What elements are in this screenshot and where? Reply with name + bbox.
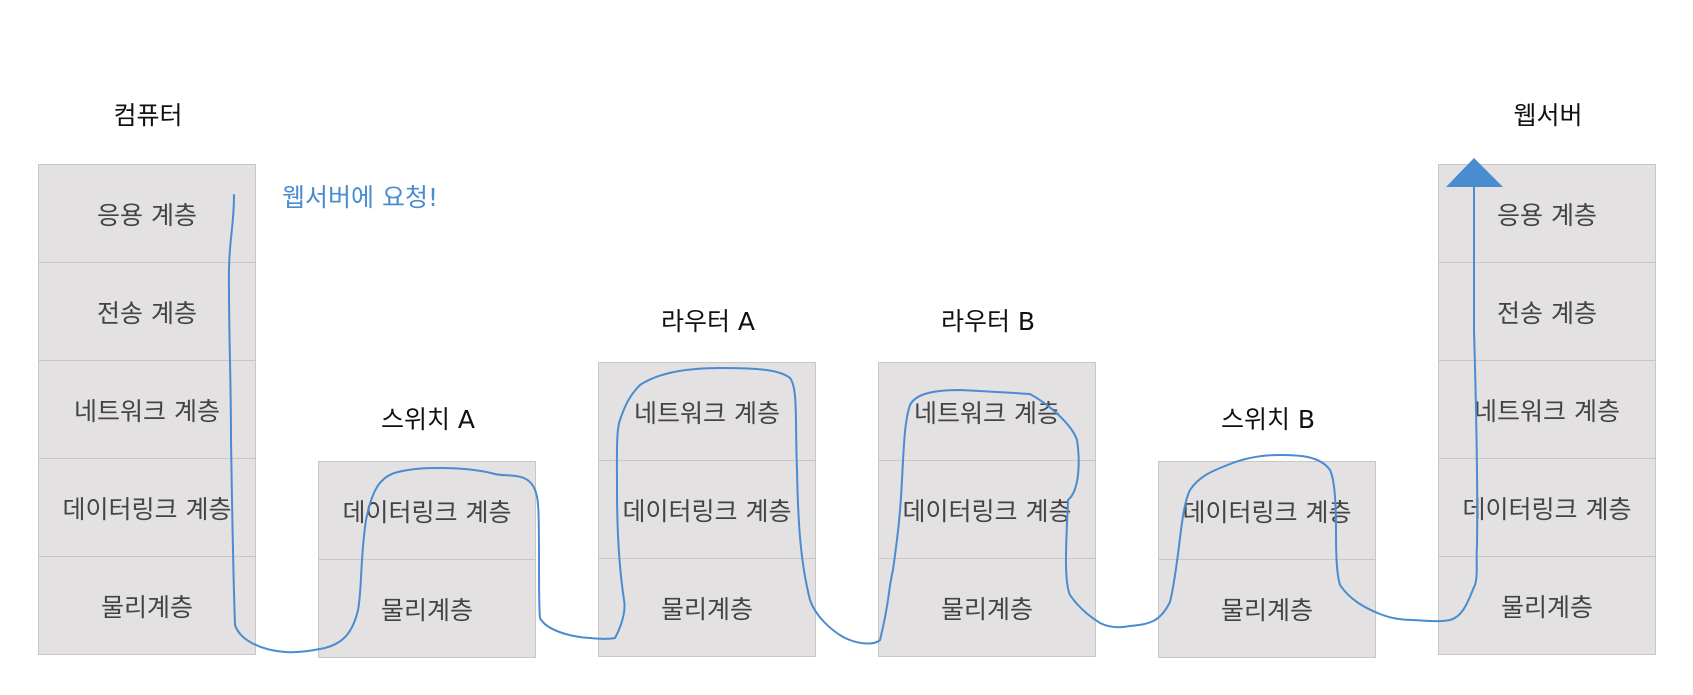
- layer-stack-router-a: 네트워크 계층 데이터링크 계층 물리계층: [598, 362, 816, 657]
- datalink-layer: 데이터링크 계층: [1438, 458, 1656, 557]
- request-annotation: 웹서버에 요청!: [282, 183, 438, 212]
- physical-layer: 물리계층: [598, 558, 816, 657]
- layer-stack-switch-a: 데이터링크 계층 물리계층: [318, 461, 536, 658]
- device-title-router-a: 라우터 A: [660, 307, 756, 336]
- layer-stack-webserver: 응용 계층 전송 계층 네트워크 계층 데이터링크 계층 물리계층: [1438, 164, 1656, 655]
- transport-layer: 전송 계층: [38, 262, 256, 361]
- data-path-line: [227, 184, 1479, 654]
- datalink-layer: 데이터링크 계층: [598, 460, 816, 559]
- physical-layer: 물리계층: [318, 559, 536, 658]
- device-title-switch-b: 스위치 B: [1220, 405, 1316, 434]
- physical-layer: 물리계층: [38, 556, 256, 655]
- datalink-layer: 데이터링크 계층: [318, 461, 536, 560]
- datalink-layer: 데이터링크 계층: [1158, 461, 1376, 560]
- transport-layer: 전송 계층: [1438, 262, 1656, 361]
- device-title-router-b: 라우터 B: [940, 307, 1036, 336]
- layer-stack-switch-b: 데이터링크 계층 물리계층: [1158, 461, 1376, 658]
- datalink-layer: 데이터링크 계층: [38, 458, 256, 557]
- physical-layer: 물리계층: [1158, 559, 1376, 658]
- layer-stack-router-b: 네트워크 계층 데이터링크 계층 물리계층: [878, 362, 1096, 657]
- network-layer: 네트워크 계층: [1438, 360, 1656, 459]
- device-title-computer: 컴퓨터: [113, 101, 183, 130]
- network-layer: 네트워크 계층: [38, 360, 256, 459]
- device-title-webserver: 웹서버: [1513, 101, 1583, 130]
- arrowhead-icon: [1446, 158, 1503, 187]
- layer-stack-computer: 응용 계층 전송 계층 네트워크 계층 데이터링크 계층 물리계층: [38, 164, 256, 655]
- datalink-layer: 데이터링크 계층: [878, 460, 1096, 559]
- network-layer: 네트워크 계층: [878, 362, 1096, 461]
- physical-layer: 물리계층: [1438, 556, 1656, 655]
- network-layer: 네트워크 계층: [598, 362, 816, 461]
- device-title-switch-a: 스위치 A: [380, 405, 476, 434]
- physical-layer: 물리계층: [878, 558, 1096, 657]
